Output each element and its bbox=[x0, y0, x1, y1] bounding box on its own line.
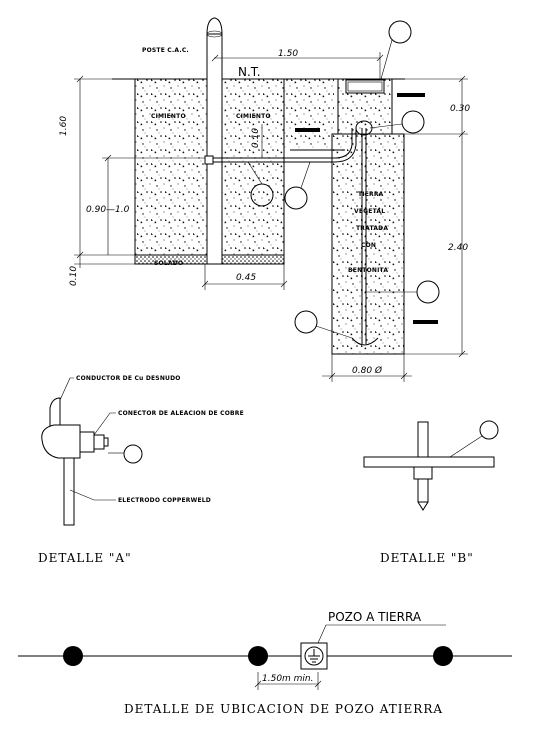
electrodo-label: ELECTRODO COPPERWELD bbox=[118, 497, 211, 504]
dim-left-mid: 0.90—1.0 bbox=[86, 205, 130, 215]
dim-bottom-width: 0.45 bbox=[236, 273, 256, 283]
tierra-line-2: VEGETAL bbox=[354, 208, 385, 215]
ubicacion-title: DETALLE DE UBICACION DE POZO ATIERRA bbox=[124, 702, 443, 716]
nt-label: N.T. bbox=[238, 65, 261, 79]
cimiento-left-block bbox=[134, 78, 208, 256]
pozo-label: POZO A TIERRA bbox=[328, 610, 422, 624]
cimiento-right-block bbox=[221, 78, 285, 256]
well-dot bbox=[63, 646, 83, 666]
well-dot bbox=[248, 646, 268, 666]
well-column bbox=[331, 133, 405, 355]
pole-body bbox=[206, 33, 223, 265]
dim-left-height: 1.60 bbox=[59, 116, 69, 136]
solado-label: SOLADO bbox=[154, 260, 183, 267]
spacing-label: 1.50m min. bbox=[262, 674, 314, 684]
callout-circle bbox=[388, 20, 412, 44]
detail-b-title: DETALLE "B" bbox=[380, 551, 474, 565]
tierra-line-5: BENTONITA bbox=[348, 267, 388, 274]
tierra-line-3: TRATADA bbox=[356, 225, 388, 232]
conductor-label: CONDUCTOR DE Cu DESNUDO bbox=[76, 375, 181, 382]
main-section: POSTE C.A.C. N.T. CIMIENTO CIMIENTO SOLA… bbox=[59, 17, 470, 382]
detail-b: DETALLE "B" bbox=[363, 420, 499, 565]
ubicacion-detail: POZO A TIERRA 1.50m min. DETALLE DE UBIC… bbox=[18, 610, 512, 716]
tierra-line-1: TIERRA bbox=[358, 191, 384, 198]
well-cover bbox=[345, 79, 385, 94]
dim-inner: 0.10 bbox=[251, 128, 261, 148]
detail-a: CONDUCTOR DE Cu DESNUDO CONECTOR DE ALEA… bbox=[38, 375, 244, 565]
dim-right-height: 2.40 bbox=[448, 243, 468, 253]
conector-label: CONECTOR DE ALEACION DE COBRE bbox=[118, 410, 244, 417]
dim-top-width: 1.50 bbox=[278, 49, 298, 59]
cimiento-right-label: CIMIENTO bbox=[236, 113, 271, 120]
well-dot bbox=[433, 646, 453, 666]
dim-well-diameter: 0.80 Ø bbox=[352, 365, 383, 376]
poste-label: POSTE C.A.C. bbox=[142, 47, 189, 54]
dim-left-bottom: 0.10 bbox=[69, 266, 79, 286]
detail-a-title: DETALLE "A" bbox=[38, 551, 132, 565]
dim-right-top: 0.30 bbox=[450, 104, 470, 114]
tierra-line-4: CON bbox=[361, 242, 376, 249]
cimiento-left-label: CIMIENTO bbox=[151, 113, 186, 120]
